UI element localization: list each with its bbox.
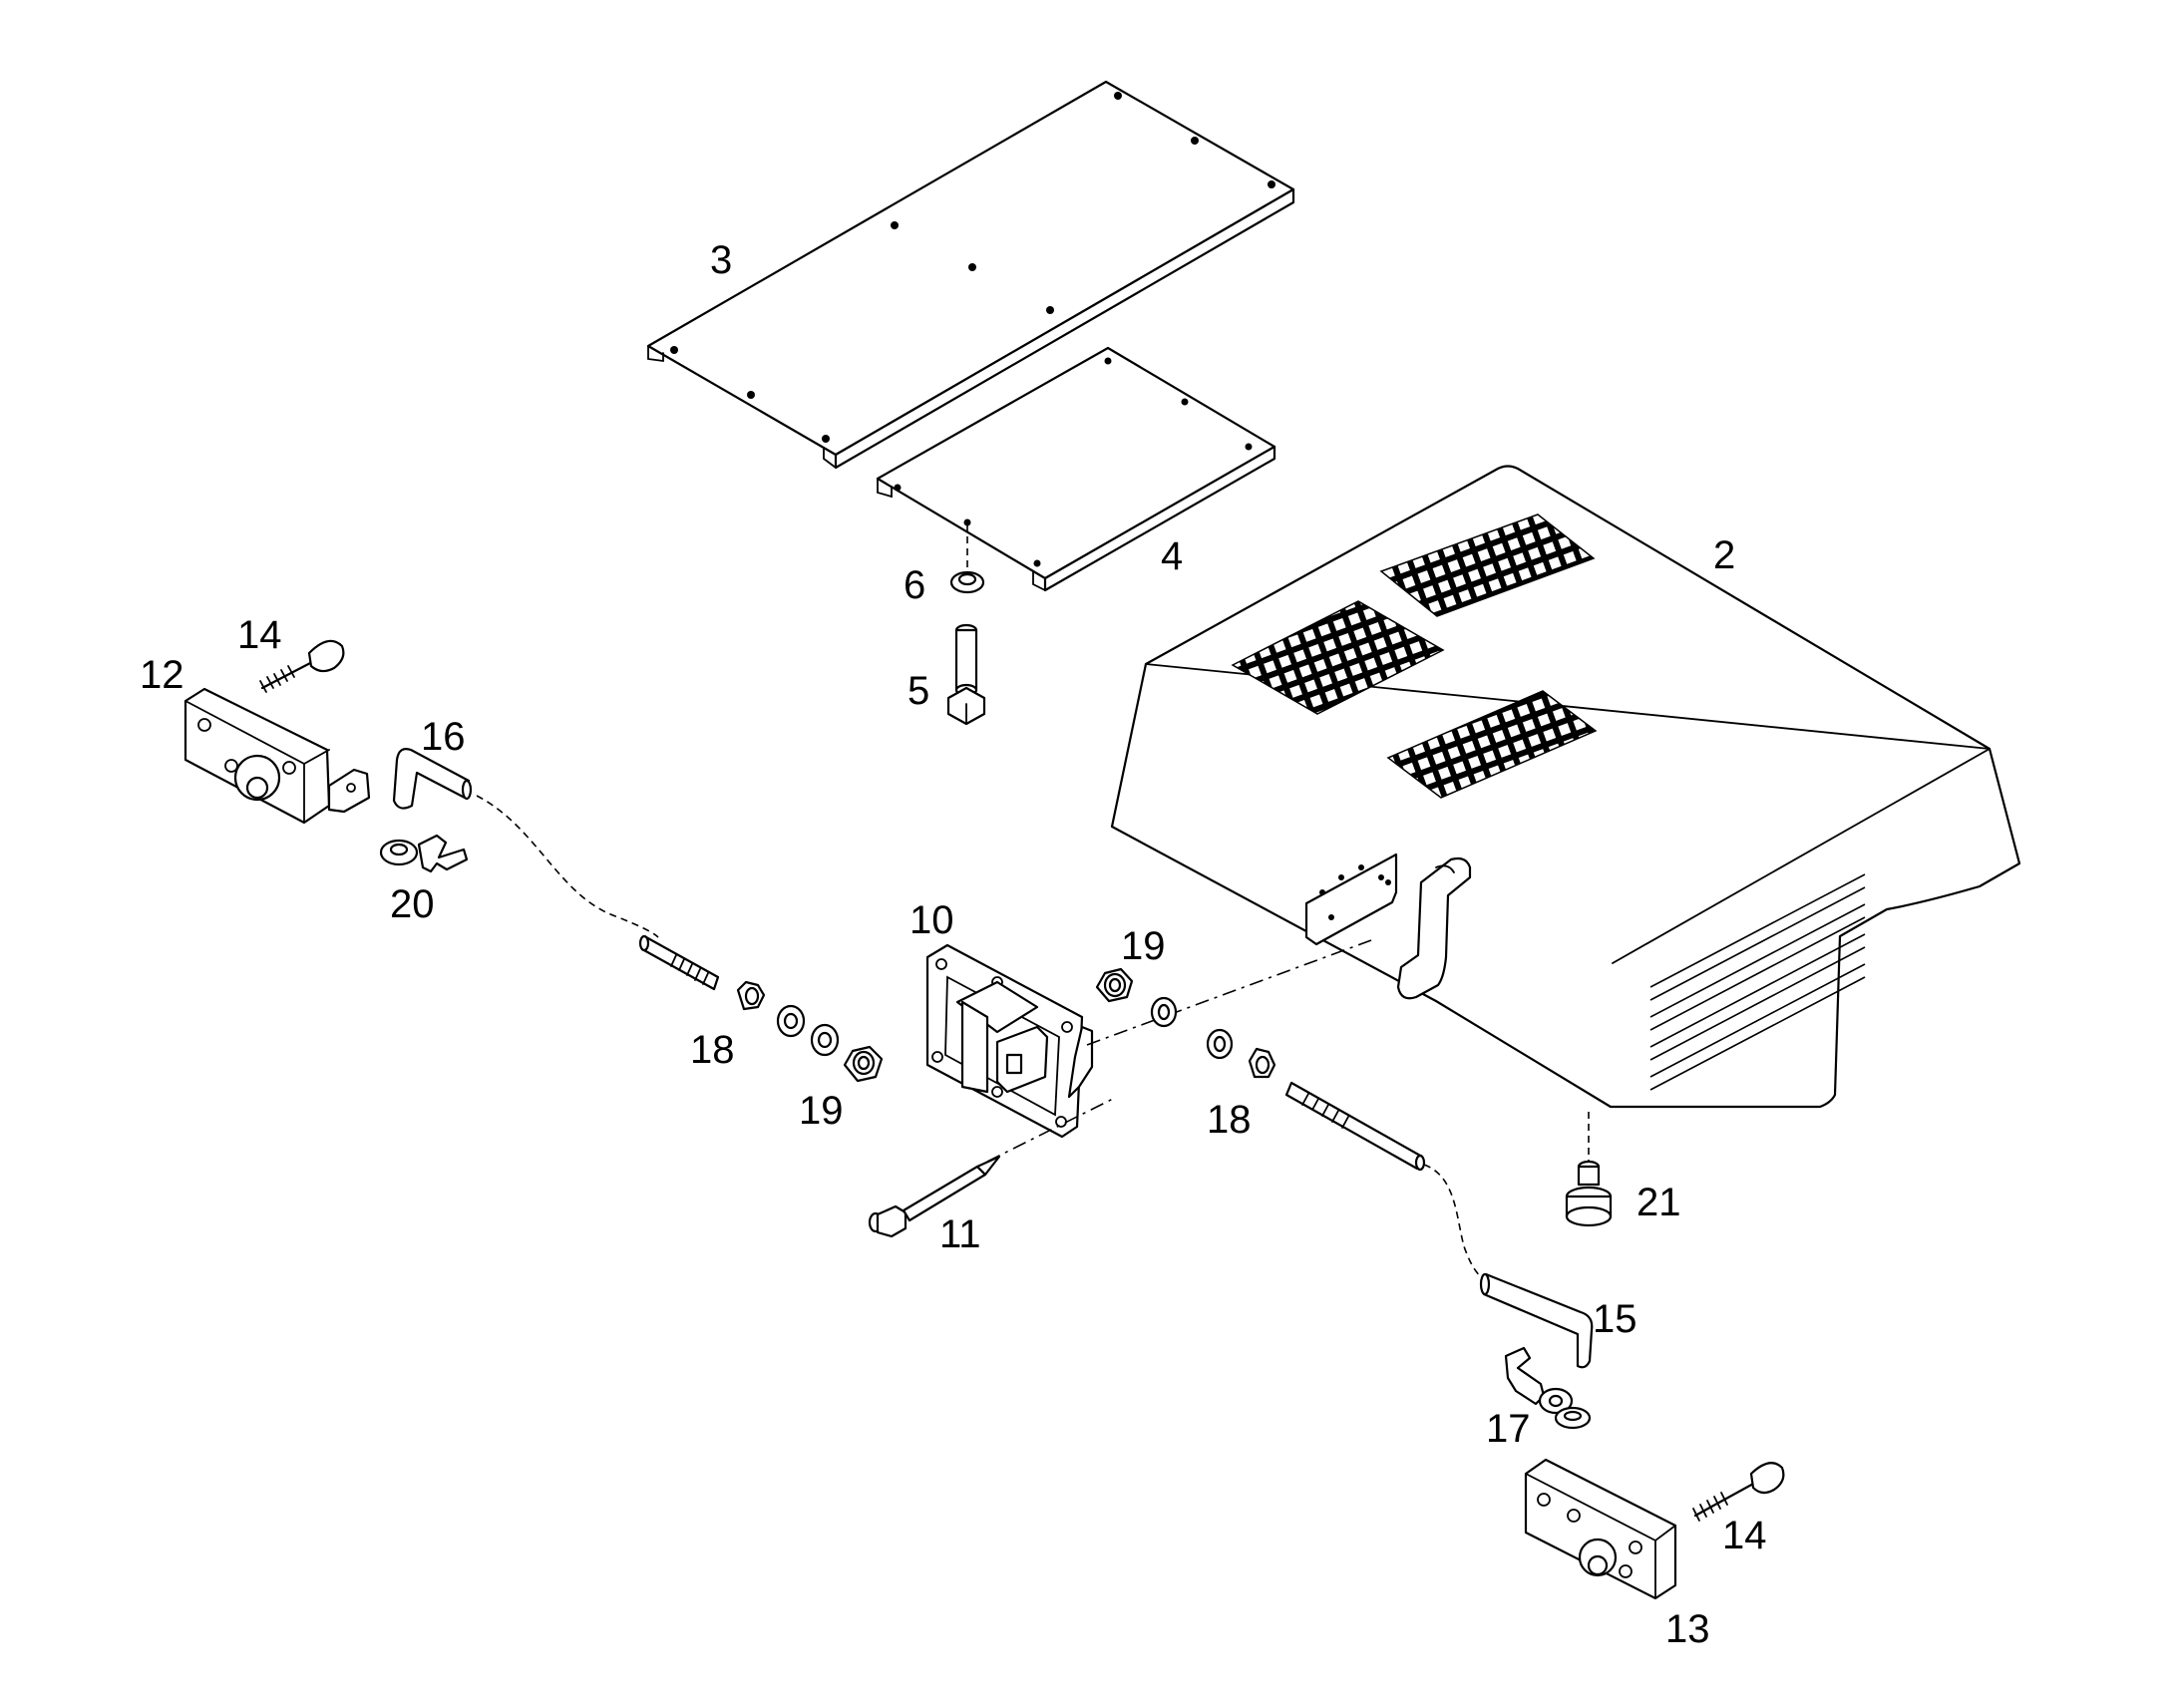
callout-11: 11 [939,1212,981,1256]
callout-19-center: 19 [1121,924,1166,968]
callout-21: 21 [1636,1181,1681,1224]
callout-14-left: 14 [237,613,282,657]
callout-12: 12 [140,653,184,697]
bolt-part-5 [946,623,986,726]
callout-15: 15 [1593,1297,1637,1341]
callout-4: 4 [1161,534,1183,578]
top-panel-part-3 [646,80,1295,470]
cable-path-left [476,795,659,938]
assembly-guide-center [986,939,1372,1163]
cable-path-right [1423,1164,1487,1281]
callout-6: 6 [904,563,925,607]
foot-part-21 [1565,1160,1613,1227]
callout-19-left: 19 [799,1089,844,1133]
latch-block-part-12 [183,687,371,825]
l-pin-part-15 [1479,1272,1594,1369]
callout-10: 10 [909,898,954,942]
latch-block-part-13 [1524,1458,1677,1600]
threaded-rod-right [1284,1081,1426,1172]
callout-3: 3 [710,238,732,282]
callout-16: 16 [421,715,466,759]
callout-5: 5 [908,669,929,713]
hardware-left [736,980,884,1083]
clip-part-17 [1504,1346,1592,1430]
threaded-rod-left [638,934,720,991]
clip-part-20 [379,834,469,873]
housing-part-2 [1110,465,2021,1162]
latch-plate-part-10 [925,943,1094,1139]
bolt-part-14-left [259,639,345,693]
callout-18-left: 18 [690,1028,735,1072]
callout-18-center: 18 [1207,1098,1252,1142]
callout-labels: 3 4 2 6 5 14 12 16 20 10 19 18 19 18 11 … [140,238,1767,1651]
callout-13: 13 [1665,1607,1710,1651]
callout-20: 20 [390,882,435,926]
small-panel-part-4 [876,346,1276,592]
callout-14-right: 14 [1722,1514,1767,1557]
bolt-part-11 [868,1155,1001,1238]
callout-2: 2 [1713,533,1735,577]
l-pin-part-16 [392,748,473,810]
bolt-part-14-right [1692,1462,1785,1522]
hardware-center [1095,967,1276,1079]
callout-17: 17 [1486,1407,1531,1451]
washer-part-6 [949,570,985,594]
